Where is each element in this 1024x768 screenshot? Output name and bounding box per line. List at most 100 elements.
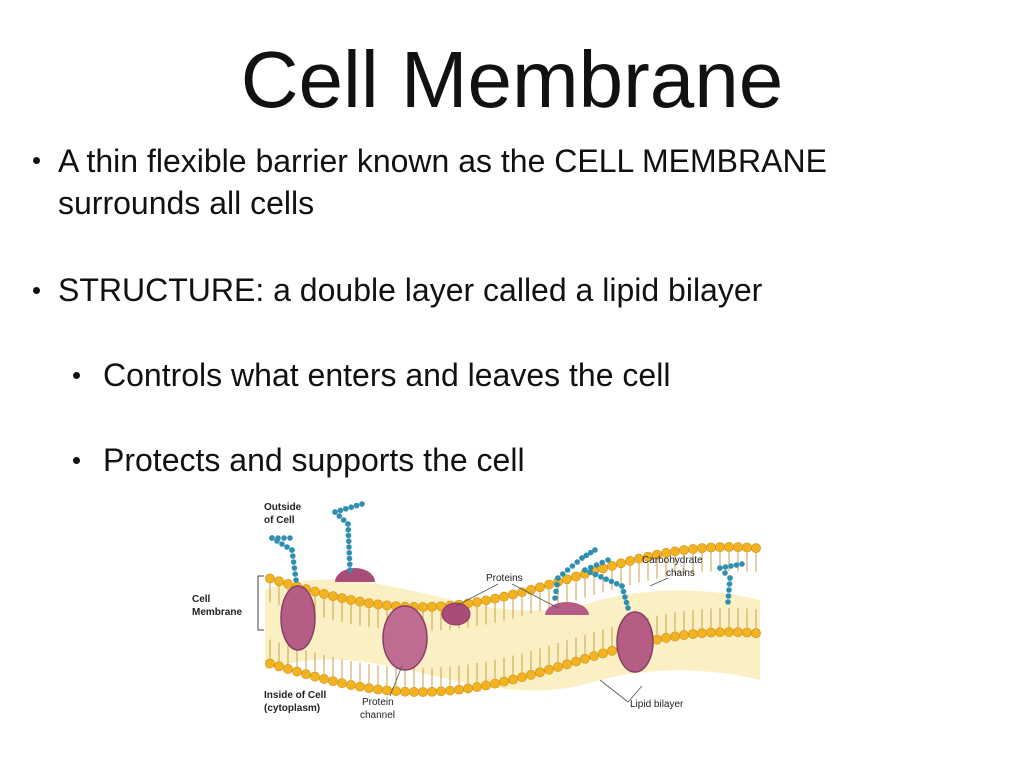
carbohydrate-bead xyxy=(554,581,560,588)
carbohydrate-bead xyxy=(739,561,745,567)
carbohydrate-bead xyxy=(587,549,594,556)
carbohydrate-bead xyxy=(582,567,588,573)
lipid-head xyxy=(265,658,275,669)
lipid-head xyxy=(409,687,419,697)
lipid-head xyxy=(355,596,365,607)
lipid-head xyxy=(400,686,410,697)
carbohydrate-bead xyxy=(717,565,723,571)
carbohydrate-bead xyxy=(553,588,559,595)
carbohydrate-bead xyxy=(569,563,576,569)
lipid-head xyxy=(526,584,536,595)
bullet-2: STRUCTURE: a double layer called a lipid… xyxy=(58,272,763,308)
lipid-head xyxy=(742,627,752,638)
lipid-head xyxy=(706,542,716,553)
membrane-bracket xyxy=(257,575,264,631)
lipid-head xyxy=(562,574,572,585)
lipid-head xyxy=(652,634,662,645)
lipid-head xyxy=(553,662,563,672)
lipid-head xyxy=(292,666,302,677)
lipid-head xyxy=(274,661,284,672)
lipid-head xyxy=(742,542,752,553)
carbohydrate-bead xyxy=(348,504,354,510)
lipid-head xyxy=(616,558,626,569)
lipid-head xyxy=(337,593,347,604)
lipid-head xyxy=(274,576,284,587)
carbohydrate-bead xyxy=(579,555,585,561)
protein-3 xyxy=(545,602,589,615)
lipid-head xyxy=(418,687,428,697)
lipid-head xyxy=(535,667,545,678)
lipid-head xyxy=(562,659,572,670)
protein-1 xyxy=(280,585,316,651)
carbohydrate-bead xyxy=(619,583,625,589)
carbohydrate-bead xyxy=(346,549,353,556)
lipid-head xyxy=(373,684,383,695)
carbohydrate-bead xyxy=(560,571,566,577)
lipid-head xyxy=(346,680,356,690)
carbohydrate-bead xyxy=(605,557,611,563)
lipid-head xyxy=(346,595,356,605)
cell-membrane-diagram: Outside of Cell Cell Membrane Inside of … xyxy=(180,490,790,768)
carbohydrate-bead xyxy=(291,565,298,571)
carbohydrate-bead xyxy=(293,577,299,583)
carbohydrate-bead xyxy=(359,501,365,507)
carbohydrate-bead xyxy=(346,544,352,550)
sub-bullet-dot xyxy=(73,457,80,464)
slide-title: Cell Membrane xyxy=(240,35,784,124)
lipid-head xyxy=(472,682,482,692)
label-channel-1: Protein xyxy=(362,697,394,708)
carbohydrate-bead xyxy=(603,576,609,582)
carbohydrate-bead xyxy=(290,553,296,559)
carbohydrate-bead xyxy=(289,547,295,553)
carbohydrate-bead xyxy=(345,521,351,527)
leader-lines xyxy=(389,577,669,703)
sub-bullet-1: Controls what enters and leaves the cell xyxy=(103,357,671,393)
label-membrane-2: Membrane xyxy=(192,607,242,618)
lipid-head xyxy=(715,627,725,638)
carbohydrate-bead xyxy=(587,564,594,571)
bullet-dot xyxy=(33,157,40,164)
carbohydrate-bead xyxy=(613,580,620,587)
carbohydrate-bead xyxy=(623,599,630,606)
carbohydrate-bead xyxy=(733,562,740,568)
carbohydrate-bead xyxy=(574,559,580,565)
carbohydrate-bead xyxy=(564,567,571,573)
lipid-heads xyxy=(265,542,761,697)
carbohydrate-bead xyxy=(583,552,590,559)
lipid-head xyxy=(517,587,527,598)
carbohydrate-bead xyxy=(345,532,352,539)
lipid-head xyxy=(328,591,338,602)
carbohydrate-bead xyxy=(555,575,561,581)
lipid-head xyxy=(715,542,725,553)
lipid-head xyxy=(337,678,347,689)
lipid-head xyxy=(382,685,392,696)
label-outside-1: Outside xyxy=(264,502,302,513)
carbohydrate-bead xyxy=(269,535,275,541)
lipid-head xyxy=(544,579,554,590)
lipid-head xyxy=(454,684,464,695)
lipid-head xyxy=(463,683,473,694)
lipid-head xyxy=(517,672,527,683)
carbohydrate-bead xyxy=(343,506,349,512)
carbohydrate-bead xyxy=(332,509,338,515)
lipid-head xyxy=(751,543,761,554)
lipid-head xyxy=(598,648,608,659)
lipid-head xyxy=(679,545,689,555)
lipid-head xyxy=(688,544,698,554)
lipid-head xyxy=(364,683,374,694)
carbohydrate-bead xyxy=(625,605,631,611)
lipid-head xyxy=(526,669,536,680)
lipid-head xyxy=(373,599,383,610)
label-carbohydrate-1: Carbohydrate xyxy=(642,555,703,566)
lipid-head xyxy=(724,627,734,637)
carbohydrate-chains xyxy=(269,501,745,611)
bullet-1-line-2: surrounds all cells xyxy=(58,185,315,221)
sub-bullet-dot xyxy=(73,372,80,379)
label-proteins: Proteins xyxy=(486,573,523,584)
carbohydrate-bead xyxy=(592,571,599,578)
membrane-illustration: Outside of Cell Cell Membrane Inside of … xyxy=(192,501,761,721)
lipid-head xyxy=(445,685,455,696)
carbohydrate-bead xyxy=(292,571,298,577)
label-channel-2: channel xyxy=(360,710,395,721)
lipid-head xyxy=(697,543,707,554)
